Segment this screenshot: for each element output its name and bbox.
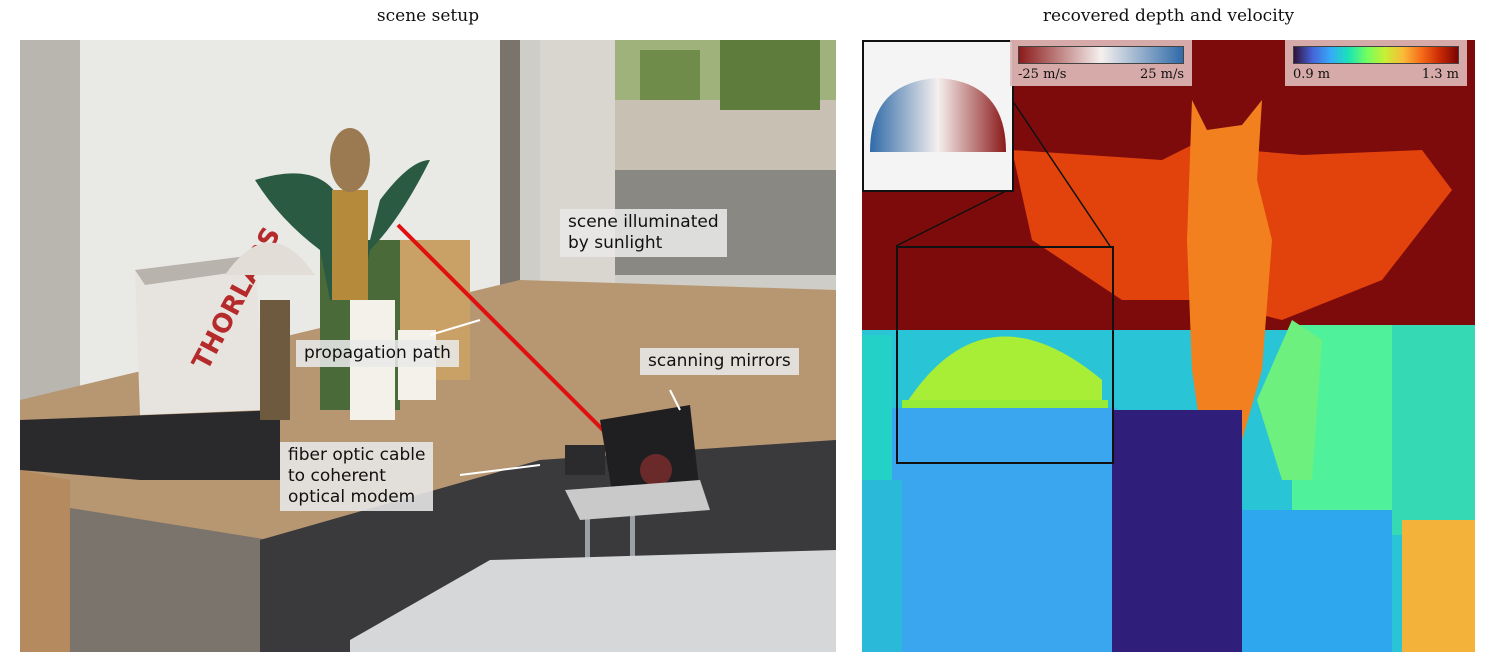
depth-colorbar: 0.9 m 1.3 m [1285, 40, 1467, 86]
scene-setup-title: scene setup [376, 6, 480, 26]
label-scene-illuminated: scene illuminated by sunlight [560, 209, 727, 257]
label-propagation-path: propagation path [296, 340, 459, 367]
label-fiber-optic: fiber optic cable to coherent optical mo… [280, 442, 434, 511]
region-of-interest-box [896, 246, 1114, 464]
label-fiber-line-1: fiber optic cable [288, 445, 426, 465]
scene-photo: THORLABS scene illuminated by sunli [20, 40, 836, 652]
velocity-max-label: 25 m/s [1139, 67, 1184, 82]
label-scanning-mirrors: scanning mirrors [640, 348, 799, 375]
velocity-colorbar: -25 m/s 25 m/s [1010, 40, 1192, 86]
label-fiber-line-2: to coherent [288, 466, 386, 486]
label-fiber-line-3: optical modem [288, 487, 416, 507]
velocity-min-label: -25 m/s [1018, 67, 1067, 82]
velocity-colorbar-gradient [1018, 46, 1184, 64]
depth-max-label: 1.3 m [1421, 67, 1459, 82]
label-sunlight-line-1: scene illuminated [568, 212, 719, 232]
depth-velocity-title: recovered depth and velocity [1042, 6, 1295, 26]
label-sunlight-line-2: by sunlight [568, 233, 663, 253]
depth-map: -25 m/s 25 m/s 0.9 m 1.3 m [862, 40, 1475, 652]
velocity-inset [862, 40, 1014, 192]
depth-min-label: 0.9 m [1293, 67, 1331, 82]
velocity-hemisphere [870, 78, 1006, 152]
depth-colorbar-gradient [1293, 46, 1459, 64]
